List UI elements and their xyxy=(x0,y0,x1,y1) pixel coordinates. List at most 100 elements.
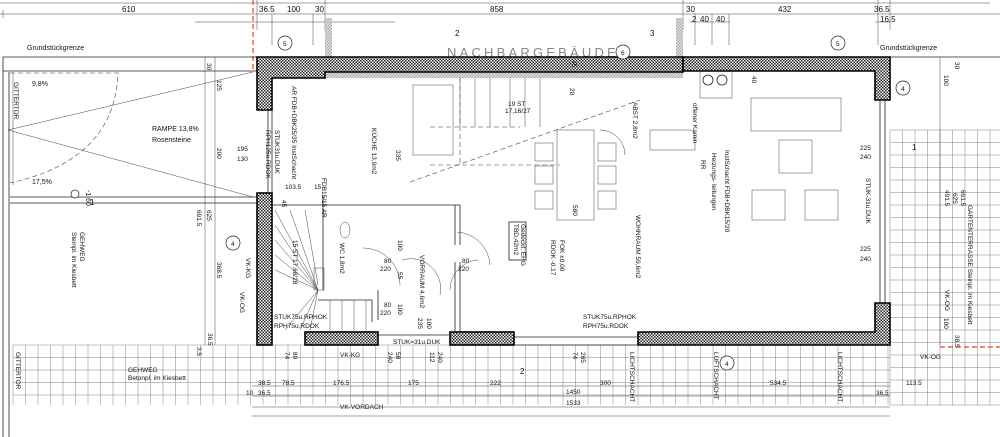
dim: 30 xyxy=(953,62,960,70)
dim: 20 xyxy=(568,88,575,96)
fireplace-label: offener Kamin xyxy=(691,103,698,144)
wall-note: STUK31u.DUK xyxy=(273,130,280,174)
wc-label: WC 1,8m2 xyxy=(338,243,345,274)
dim: 10 xyxy=(246,390,254,397)
dim: 335 xyxy=(394,150,401,161)
section-mark: 1 xyxy=(90,198,95,207)
flue-icon xyxy=(716,74,728,86)
dim: 691.5 xyxy=(195,210,202,227)
dim: 112 xyxy=(428,352,435,363)
property-line-label-right: Grundstückgrenze xyxy=(880,45,937,52)
dim: 40 xyxy=(716,15,725,24)
shaft-label: LICHTSCHACHT xyxy=(628,352,635,402)
dim: 225 xyxy=(860,246,871,253)
dim: 2 xyxy=(692,15,697,24)
wall xyxy=(449,331,515,346)
dim: 858 xyxy=(490,5,504,14)
bottom-dimensions: 38.5 78.5 176.5 175 222 300 534.5 113.5 … xyxy=(246,352,922,417)
wall xyxy=(304,331,379,346)
section-mark: 3 xyxy=(650,29,655,38)
dim: 100 xyxy=(425,318,432,329)
dim: 3.5 xyxy=(195,347,202,356)
flue-icon xyxy=(702,74,714,86)
gate-label: GITTERTOR xyxy=(12,82,19,120)
sidewalk-label: Steinpl. im Kiesbett xyxy=(70,232,77,288)
dim: 80 xyxy=(384,258,392,265)
dim: 103.5 xyxy=(285,184,302,191)
dim: 265 xyxy=(579,352,586,363)
property-lines: Grundstückgrenze Grundstückgrenze xyxy=(2,45,1000,437)
floor-level: FOK ±0,00 xyxy=(558,240,565,272)
dim: 235 xyxy=(416,318,423,329)
wall-note: RPH125u.RDOK xyxy=(264,130,271,179)
armchair xyxy=(751,189,786,221)
axis-mark: 4 xyxy=(901,86,905,93)
section-mark: 2 xyxy=(520,367,525,376)
rr-label: RR xyxy=(699,160,706,170)
axis-mark: 5 xyxy=(836,41,840,48)
terrace-label: GARTENTERRASSE Steinpl. im Kiesbett xyxy=(966,205,973,325)
door-note: STUK=31u.DUK xyxy=(393,339,441,346)
dim: 36.5 xyxy=(258,390,271,397)
stairs-ratio: 17,16/27 xyxy=(505,108,531,115)
armchair xyxy=(804,189,839,221)
dim: 40 xyxy=(700,15,709,24)
wall-note: STUK-31u.DUK xyxy=(864,178,871,225)
shaft-label: LUFTSCHACHT xyxy=(712,352,719,400)
area-box: TBD,42m2 xyxy=(512,224,519,255)
wall-note: STUK75u.RPHOK xyxy=(274,314,328,321)
dim: 45 xyxy=(570,60,577,68)
stairs-label: 15 ST 17,68/28 xyxy=(291,240,298,285)
floor-level: RDOK -0,17 xyxy=(549,240,556,276)
heating-label: Heizungs- leitungen xyxy=(710,153,717,211)
axis-markers: 5 5 6 4 4 4 2 3 1 1 2 xyxy=(90,29,917,376)
storage-label: ABST 2,8m2 xyxy=(631,102,638,139)
interior-dimensions: 335 103.5 15 45 580 225 240 225 240 80 2… xyxy=(280,60,871,329)
dim: 432 xyxy=(778,5,792,14)
stairs-label: 19 ST xyxy=(508,101,525,108)
sidewalk-label: GEHWEG xyxy=(128,367,158,374)
dim: 534.5 xyxy=(770,380,787,387)
dim: 55 xyxy=(396,272,403,280)
axis-mark: 4 xyxy=(725,361,729,368)
coffee-table xyxy=(778,139,813,174)
level-ref: VK-OG xyxy=(920,354,941,361)
chimney xyxy=(699,69,733,99)
dim: 125 xyxy=(215,80,222,91)
dim: 36.5 xyxy=(259,5,275,14)
living-room-label: WOHNRAUM 59,6m2 xyxy=(634,215,641,279)
dim: 1533 xyxy=(566,400,581,407)
annotations: KÜCHE 13,9m2 AR FDB+DBK25/35 InstSchacht… xyxy=(14,86,973,411)
dim: 40 xyxy=(750,76,757,84)
dim: 610 xyxy=(122,5,136,14)
level-ref: VK-KG xyxy=(340,352,360,359)
dim: 78.5 xyxy=(282,380,295,387)
dim: 240 xyxy=(436,352,443,363)
axis-mark: 5 xyxy=(283,41,287,48)
sofa xyxy=(750,97,842,132)
dim: 30 xyxy=(686,5,695,14)
dim: 222 xyxy=(490,380,501,387)
level-ref: VK-OG xyxy=(238,292,245,313)
sidewalk-label: Betonpl. im Kiesbett xyxy=(128,375,186,382)
dim: 130 xyxy=(237,156,248,163)
dining-table xyxy=(556,129,595,221)
stairs xyxy=(274,78,641,332)
dim: 240 xyxy=(860,154,871,161)
dim: 220 xyxy=(380,266,391,273)
dim: 80 xyxy=(384,302,392,309)
ramp-slope-bottom: 17,5% xyxy=(32,179,52,186)
dim: 30 xyxy=(315,5,324,14)
level-ref: VK-KG xyxy=(244,258,251,278)
shaft-label: LICHTSCHACHT xyxy=(836,352,843,402)
dim: 195 xyxy=(237,146,248,153)
dim: 74 xyxy=(571,352,578,360)
level-ref: VK-VORDACH xyxy=(340,404,384,411)
ramp-material: Rosensteine xyxy=(152,137,191,144)
inst-shaft-label: InstSchacht FDB+DBK15/20 xyxy=(723,150,730,233)
dim: 74 xyxy=(283,352,290,360)
top-dimensions: 610 36.5 100 30 858 30 2 40 40 432 36.5 … xyxy=(0,0,1000,45)
dim: 100 xyxy=(942,318,949,329)
dim: 580 xyxy=(571,205,578,216)
walls xyxy=(256,56,891,346)
